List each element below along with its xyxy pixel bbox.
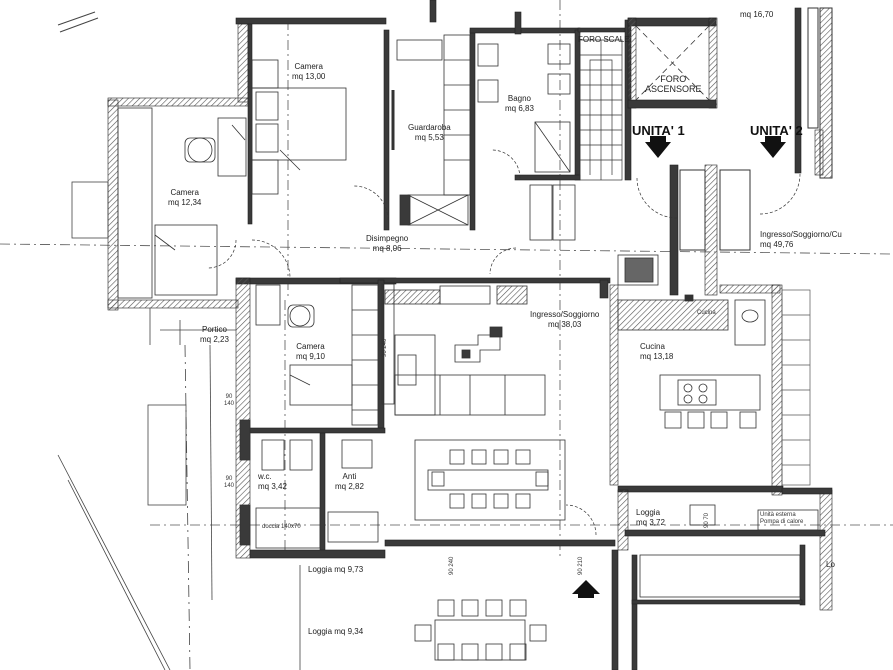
label-portico: Portico mq 2,23 [200, 325, 229, 344]
label-unit2-soggiorno: Ingresso/Soggiorno/Cu mq 49,76 [760, 230, 842, 249]
label-top-right-area: mq 16,70 [740, 10, 774, 19]
dining-table [414, 439, 566, 521]
label-doccia: doccia 140x70 [262, 524, 301, 530]
wc-fixtures [239, 419, 379, 549]
living-furniture [381, 283, 546, 416]
label-loggia-bottom1: Loggia mq 9,73 [308, 565, 364, 574]
label-foro-scale: FORO SCALE [578, 35, 630, 44]
label-cucina-small: Cucina [697, 310, 716, 316]
right-stripes [781, 289, 811, 486]
label-wc: w.c. mq 3,42 [258, 472, 287, 491]
label-loggia-bottom2: Loggia mq 9,34 [308, 627, 364, 636]
label-dim-90-140-b: 90 140 [224, 476, 235, 489]
label-dim-90-70: 90 70 [704, 512, 710, 528]
label-soggiorno: Ingresso/Soggiorno mq 38,03 [530, 310, 600, 329]
main-entrance-arrow-icon [572, 580, 600, 594]
entrance-arrows [572, 136, 786, 598]
label-bagno: Bagno mq 6,83 [505, 94, 534, 113]
kitchen-furniture [617, 254, 766, 429]
label-unita-1: UNITA' 1 [632, 123, 685, 138]
bed-camera-mid [255, 284, 379, 426]
bed-camera-top [251, 59, 347, 195]
stairs [579, 39, 623, 181]
label-camera-mid: Camera mq 9,10 [296, 342, 325, 361]
label-camera-top: Camera mq 13,00 [292, 62, 326, 81]
door-swings [207, 149, 801, 536]
elevator-shaft [635, 25, 710, 101]
label-camera-left: Camera mq 12,34 [168, 188, 202, 207]
label-dim-90-140-a: 90 140 [224, 394, 235, 407]
chairs [184, 137, 315, 328]
unit2-outline [679, 7, 833, 251]
label-foro-ascensore: FORO ASCENSORE [645, 74, 702, 94]
exterior-left [57, 181, 301, 670]
label-unita-esterna: Unità esterna Pompa di calore [760, 512, 804, 525]
label-dim-90-240b: 90 240 [382, 338, 388, 357]
unit2-arrow-icon [760, 142, 786, 158]
label-lo: Lo [826, 560, 835, 569]
label-dim-90-240: 90 240 [449, 556, 455, 575]
bathroom-fixtures [477, 43, 576, 241]
label-dim-90-210: 90 210 [578, 556, 584, 575]
bed-camera-left [117, 107, 247, 299]
label-unita-2: UNITA' 2 [750, 123, 803, 138]
corner-marks [57, 11, 99, 33]
label-anti: Anti mq 2,82 [335, 472, 364, 491]
label-cucina: Cucina mq 13,18 [640, 342, 674, 361]
unit1-arrow-icon [645, 142, 671, 158]
label-guardaroba: Guardaroba mq 5,53 [408, 123, 451, 142]
label-disimpegno: Disimpegno mq 8,06 [366, 234, 409, 253]
wardrobe-units [391, 34, 471, 226]
loggia-table [414, 599, 547, 661]
label-loggia-right: Loggia mq 3,72 [636, 508, 665, 527]
loggia-right-fixtures [639, 504, 819, 598]
